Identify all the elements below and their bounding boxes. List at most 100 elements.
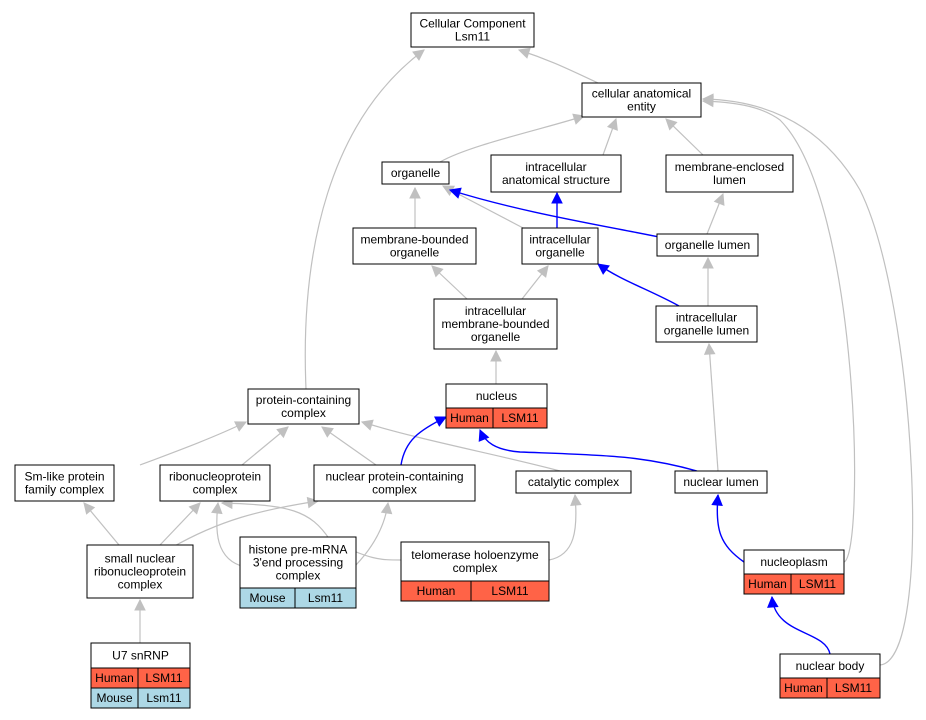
species-label: Human: [417, 584, 456, 598]
arrowhead: [134, 598, 146, 611]
edge-nucleus-to-imbo: [490, 349, 502, 384]
edge-line: [708, 343, 719, 472]
node-organelle[interactable]: organelle: [381, 161, 450, 185]
edge-membrane-bounded-to-organelle: [409, 186, 421, 228]
node-box: [247, 388, 360, 425]
gene-cell: [790, 573, 845, 595]
gene-cell: [492, 407, 548, 429]
edge-u7-to-snrnp: [134, 598, 146, 643]
node-box: [14, 464, 115, 502]
arrowhead: [380, 501, 393, 515]
node-box: [352, 227, 477, 265]
edge-snrnp-to-rnp: [159, 502, 201, 546]
node-label: telomerase holoenzyme: [411, 548, 539, 562]
edge-snrnp-to-sm-like: [83, 502, 120, 546]
edge-npcc-to-protein-containing: [321, 426, 377, 466]
edge-line: [304, 49, 425, 390]
edge-line: [702, 98, 914, 666]
node-box: [381, 161, 450, 185]
species-label: Mouse: [96, 691, 132, 705]
arrowhead: [478, 428, 490, 442]
node-label: nuclear lumen: [683, 475, 758, 489]
node-nuclear-lumen[interactable]: nuclear lumen: [674, 470, 768, 494]
arrowhead: [702, 256, 714, 269]
gene-cell: [470, 580, 550, 602]
arrowhead: [570, 493, 582, 506]
node-box: [655, 305, 758, 343]
edge-intracellular-organelle-to-structure: [551, 191, 563, 228]
species-label: Human: [748, 577, 787, 591]
arrowhead: [665, 118, 678, 131]
arrowhead: [306, 496, 320, 509]
node-label: complex: [276, 569, 321, 583]
edge-line: [139, 421, 247, 466]
node-label: family complex: [25, 483, 104, 497]
node-label: Cellular Component: [419, 17, 526, 31]
arrowhead: [767, 595, 779, 608]
node-label: organelle: [391, 166, 441, 180]
node-box: [665, 154, 794, 193]
species-label: Human: [450, 411, 489, 425]
edge-anatomical-entity-to-cellular-component: [517, 47, 599, 84]
gene-label: LSM11: [501, 411, 538, 425]
species-label: Mouse: [249, 591, 285, 605]
node-label: nuclear protein-containing: [325, 470, 463, 484]
edge-line: [518, 49, 599, 84]
node-label: complex: [281, 406, 326, 420]
node-label: lumen: [713, 173, 746, 187]
arrowhead: [211, 501, 223, 515]
arrowhead: [321, 426, 334, 438]
node-label: entity: [627, 100, 656, 114]
node-label: complex: [118, 578, 163, 592]
node-label: intracellular: [465, 304, 526, 318]
gene-label: LSM11: [835, 681, 872, 695]
node-box: [490, 154, 622, 193]
node-label: ribonucleoprotein: [94, 565, 186, 579]
edge-line: [597, 263, 680, 307]
edge-layer: [83, 47, 914, 666]
node-label: Lsm11: [455, 30, 490, 44]
node-label: anatomical structure: [502, 173, 610, 187]
edge-line: [702, 100, 856, 563]
edge-snrnp-to-npcc: [170, 496, 320, 549]
arrowhead: [536, 265, 549, 278]
node-label: intracellular: [529, 233, 590, 247]
node-catalytic-complex[interactable]: catalytic complex: [515, 470, 632, 494]
node-box: [159, 464, 271, 502]
node-label: protein-containing: [256, 393, 351, 407]
edge-nuclear-body-part-of-nucleoplasm: [767, 595, 831, 655]
node-label: membrane-bounded: [360, 233, 468, 247]
node-label: nucleoplasm: [760, 555, 827, 569]
gene-label: LSM11: [799, 577, 836, 591]
node-label: organelle: [471, 330, 521, 344]
arrowhead: [703, 342, 716, 355]
node-label: complex: [193, 483, 238, 497]
node-label: organelle lumen: [664, 324, 749, 338]
arrowhead: [490, 349, 502, 362]
edge-histone-to-rnp: [211, 501, 246, 568]
arrowhead: [572, 113, 586, 125]
node-organelle-lumen[interactable]: organelle lumen: [656, 233, 759, 257]
edge-line: [321, 426, 377, 466]
node-box: [313, 464, 476, 502]
